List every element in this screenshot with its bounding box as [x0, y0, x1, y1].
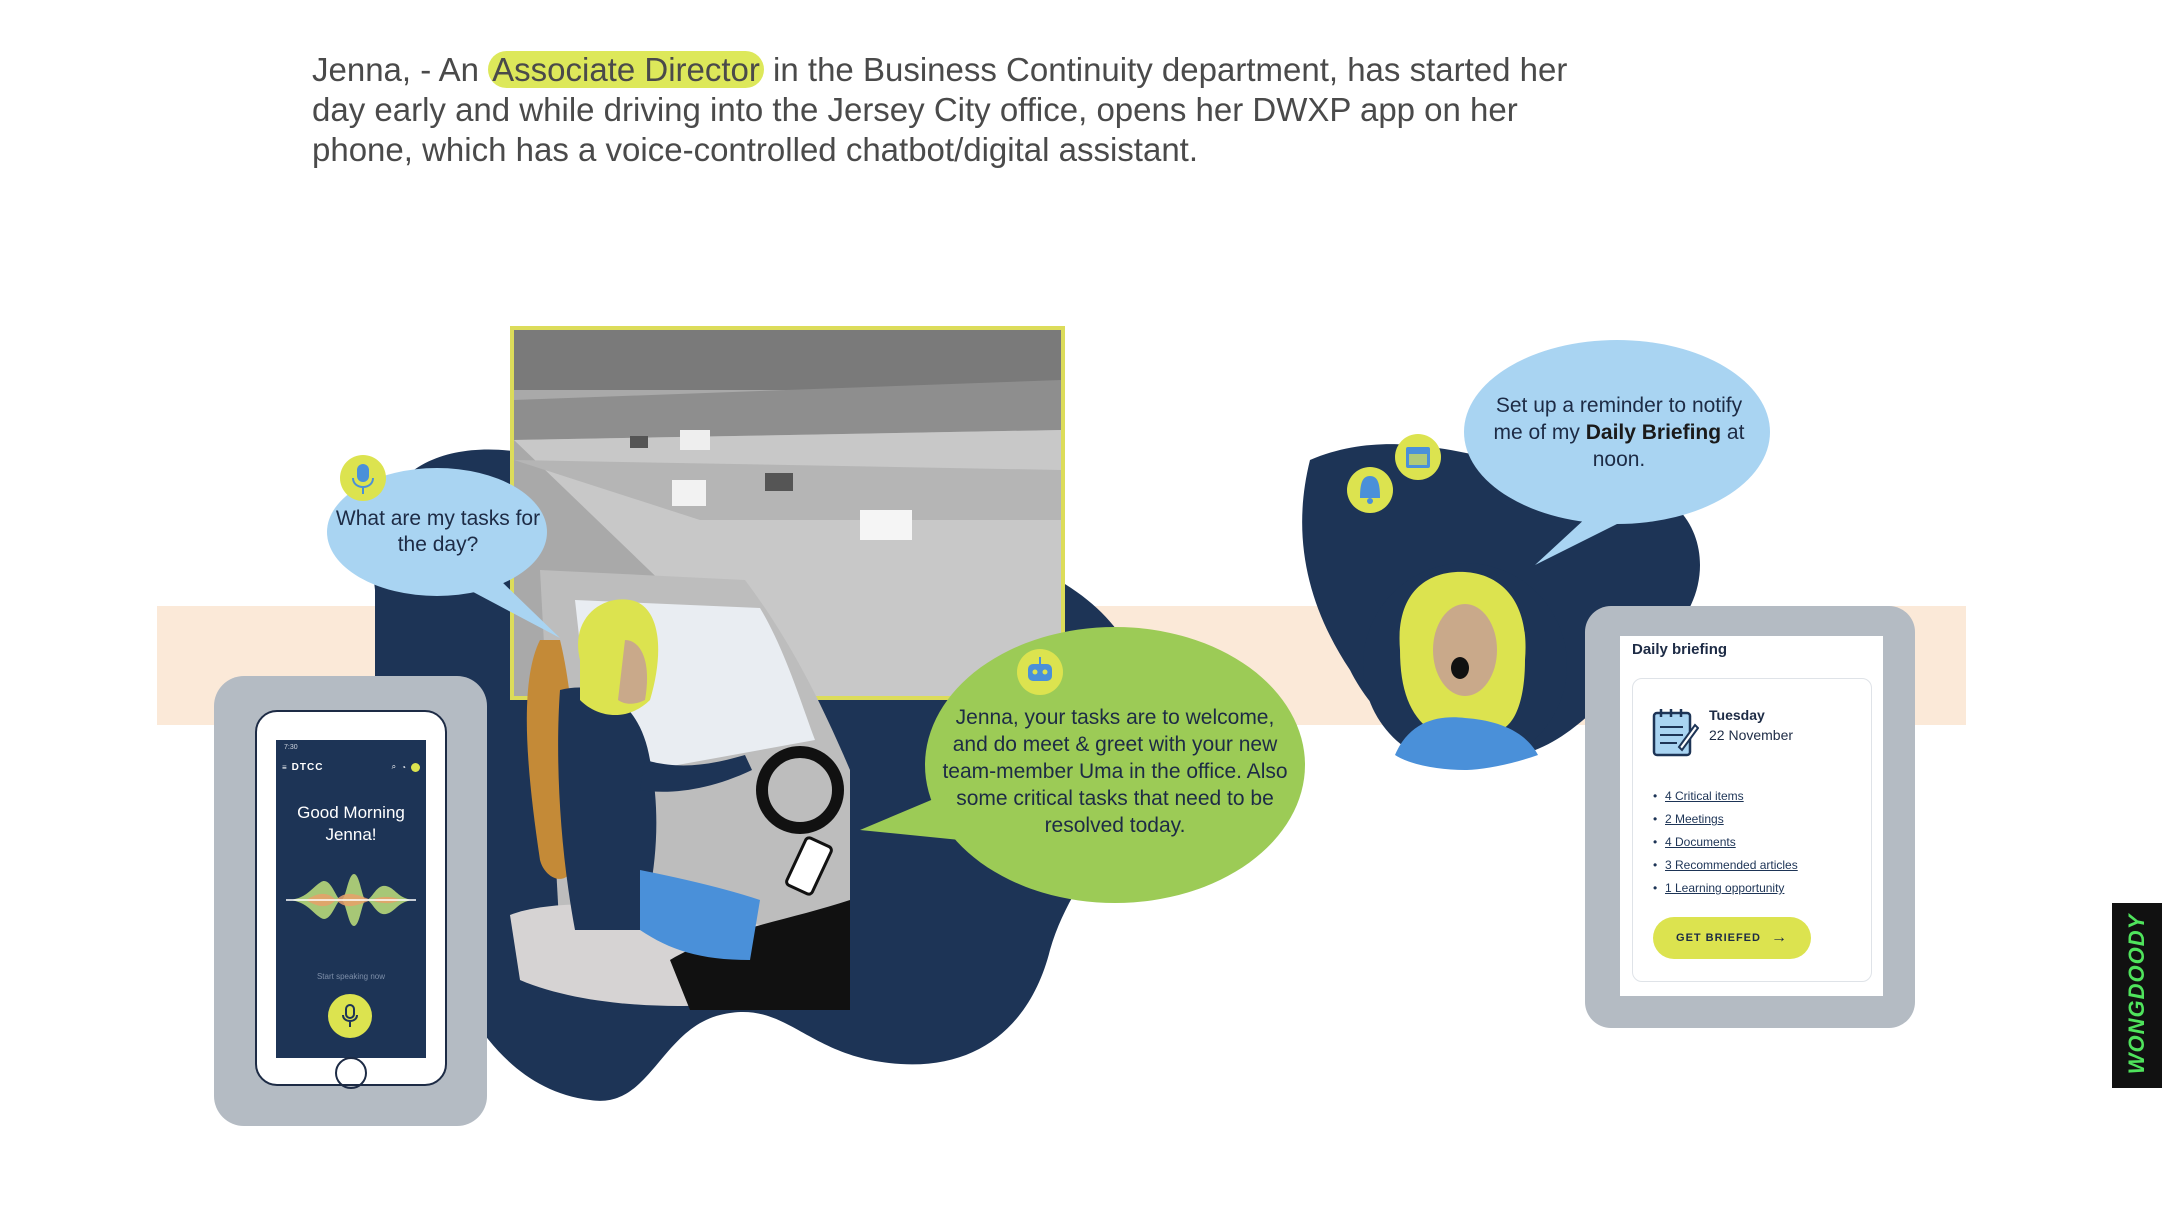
- get-briefed-button[interactable]: GET BRIEFED →: [1653, 917, 1811, 959]
- driver-face: [618, 640, 648, 704]
- reminder-text: Set up a reminder to notify me of my Dai…: [1484, 392, 1754, 473]
- car-phone: [785, 836, 833, 896]
- briefing-items: 4 Critical items 2 Meetings 4 Documents …: [1653, 785, 1798, 900]
- intro-paragraph: Jenna, - An Associate Director in the Bu…: [312, 50, 1572, 170]
- arrow-right-icon: →: [1770, 929, 1788, 946]
- briefing-card: Tuesday 22 November 4 Critical items 2 M…: [1632, 678, 1872, 982]
- jenna-face: [1433, 604, 1497, 696]
- phone-app-bar: ≡ DTCC ⌕ ◔: [282, 760, 420, 774]
- reminder-text-start: Set up a reminder to notify me of my: [1493, 394, 1743, 444]
- avatar[interactable]: [411, 762, 420, 772]
- phone-status-time: 7:30: [284, 744, 298, 751]
- user-question-text: What are my tasks for the day?: [335, 507, 541, 556]
- robot-icon: [1017, 649, 1063, 695]
- assistant-reply-text: Jenna, your tasks are to welcome, and do…: [942, 706, 1288, 837]
- phone-screen: 7:30 ≡ DTCC ⌕ ◔ Good Morning Jenna! Star…: [276, 740, 426, 1058]
- jenna-shirt: [1395, 717, 1538, 770]
- mic-button[interactable]: [328, 994, 372, 1038]
- bell-icon: [1347, 467, 1393, 513]
- reminder-text-end: at noon.: [1592, 421, 1745, 471]
- notification-icon[interactable]: ◔: [401, 762, 406, 772]
- role-highlight: Associate Director: [488, 51, 764, 88]
- briefing-item-critical[interactable]: 4 Critical items: [1653, 785, 1798, 808]
- daily-briefing-emphasis: Daily Briefing: [1585, 421, 1722, 444]
- driver-body: [558, 687, 657, 930]
- notepad-icon: [1652, 709, 1699, 757]
- intro-text-end: in the Business Continuity department, h…: [312, 51, 1568, 168]
- calendar-icon: [1395, 434, 1441, 480]
- app-brand: DTCC: [291, 761, 324, 773]
- briefing-item-learning[interactable]: 1 Learning opportunity: [1653, 877, 1798, 900]
- reply-bubble: [925, 627, 1305, 903]
- briefing-day: Tuesday: [1709, 707, 1765, 723]
- intro-text-start: Jenna, - An: [312, 51, 489, 88]
- home-button[interactable]: [335, 1057, 367, 1089]
- logo-text: WONGDOODY: [2124, 913, 2149, 1075]
- agency-logo: WONGDOODY: [2112, 903, 2162, 1088]
- microphone-icon: [340, 455, 386, 501]
- get-briefed-label: GET BRIEFED: [1676, 932, 1761, 944]
- tablet-screen: Daily briefing Tuesday 22 November 4 Cri…: [1620, 636, 1883, 996]
- question-bubble: [327, 468, 547, 596]
- gear-console: [670, 900, 850, 1010]
- briefing-item-articles[interactable]: 3 Recommended articles: [1653, 854, 1798, 877]
- menu-icon[interactable]: ≡: [282, 762, 287, 772]
- phone-mockup: 7:30 ≡ DTCC ⌕ ◔ Good Morning Jenna! Star…: [255, 710, 447, 1089]
- microphone-icon: [342, 1004, 358, 1027]
- voice-waveform: [286, 874, 416, 926]
- speak-hint: Start speaking now: [316, 972, 386, 981]
- jenna-mouth: [1451, 657, 1469, 679]
- driver-legs: [640, 870, 760, 960]
- steering-wheel: [756, 746, 844, 834]
- daily-briefing-title: Daily briefing: [1632, 641, 1728, 658]
- driver-hair: [578, 599, 659, 715]
- driver-arm: [640, 755, 752, 792]
- reminder-bubble: [1464, 340, 1770, 524]
- phone-greeting: Good Morning Jenna!: [297, 803, 405, 844]
- briefing-date: 22 November: [1709, 727, 1794, 743]
- briefing-item-documents[interactable]: 4 Documents: [1653, 831, 1798, 854]
- search-icon[interactable]: ⌕: [391, 762, 397, 771]
- briefing-item-meetings[interactable]: 2 Meetings: [1653, 808, 1798, 831]
